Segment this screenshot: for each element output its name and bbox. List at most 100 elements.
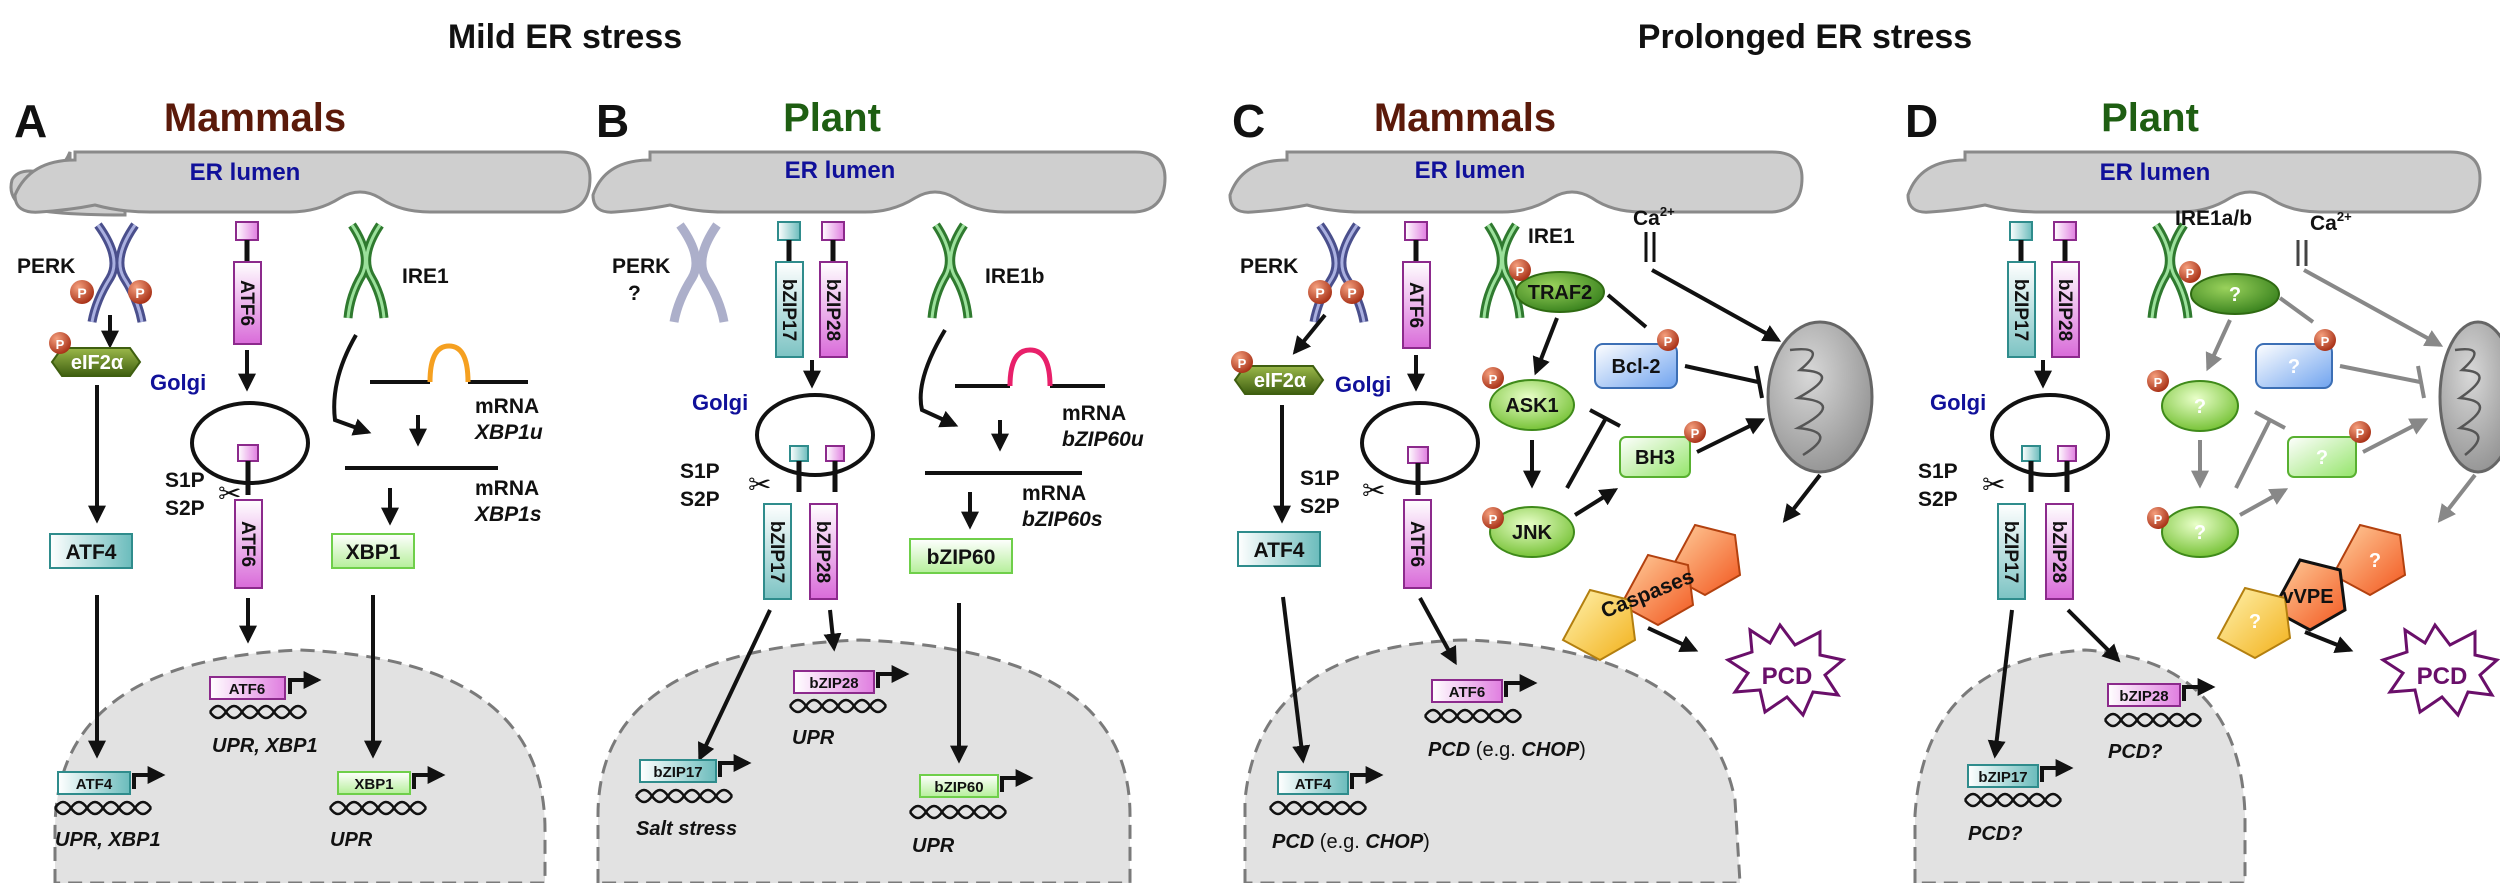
intron-loop-b xyxy=(1007,347,1053,387)
bzip60u-label: bZIP60u xyxy=(1062,428,1144,451)
scissors-icon: ✂ xyxy=(1362,475,1385,506)
svg-text:PCD: PCD xyxy=(1762,663,1813,690)
target-bzip28-b: UPR xyxy=(792,727,835,749)
ire1-receptor-c xyxy=(1479,222,1525,319)
er-membrane-a-main xyxy=(13,150,592,214)
caspases-icon: Caspases xyxy=(1561,523,1742,662)
svg-text:PCD: PCD xyxy=(2417,663,2468,690)
phospho-icon: P xyxy=(1482,507,1504,529)
perk-label-c: PERK xyxy=(1240,255,1298,278)
perk-receptor-a xyxy=(87,222,147,323)
xbp1u-label: XBP1u xyxy=(474,421,543,444)
caspase-like-icon-d: ? ? vVPE xyxy=(2216,523,2407,660)
target-atf6-c: PCD (e.g. CHOP) xyxy=(1428,739,1586,761)
bzip60-box-b: bZIP60 xyxy=(909,538,1013,574)
perk-receptor-b xyxy=(669,222,729,323)
gene-atf6-a: ATF6 xyxy=(208,671,322,720)
er-lumen-label-a: ER lumen xyxy=(190,159,301,186)
jnk-protein: JNK xyxy=(1489,506,1575,558)
unknown-protein-d1: ? xyxy=(2190,273,2280,315)
golgi-label-b: Golgi xyxy=(692,390,748,415)
gene-bzip17-d: bZIP17 xyxy=(1963,759,2074,808)
target-atf4-a: UPR, XBP1 xyxy=(55,829,161,851)
nucleus-c xyxy=(1243,638,1742,885)
mrna-label-a2: mRNA xyxy=(475,477,539,500)
mitochondrion-icon xyxy=(1766,320,1874,474)
svg-text:ATF6: ATF6 xyxy=(229,681,265,698)
svg-text:ATF6: ATF6 xyxy=(1449,684,1485,701)
svg-text:ATF6: ATF6 xyxy=(237,521,258,567)
mrna-label-b1: mRNA xyxy=(1062,402,1126,425)
phospho-icon: P xyxy=(1340,280,1364,304)
er-membrane-c xyxy=(1228,150,1804,214)
svg-text:?: ? xyxy=(2316,447,2328,469)
svg-text:P: P xyxy=(1238,356,1247,371)
atf6-cleaved-box-c: ATF6 xyxy=(1403,499,1432,589)
svg-text:eIF2α: eIF2α xyxy=(1254,370,1307,392)
svg-text:XBP1: XBP1 xyxy=(346,541,401,564)
s1p-label-d: S1P xyxy=(1918,460,1958,483)
panel-letter-a: A xyxy=(14,95,47,147)
golgi-label-d: Golgi xyxy=(1930,390,1986,415)
svg-text:ATF6: ATF6 xyxy=(236,280,257,326)
target-bzip17-b: Salt stress xyxy=(636,818,737,840)
gene-bzip60-b: bZIP60 xyxy=(908,769,1034,820)
unknown-protein-d5: ? xyxy=(2287,436,2357,478)
svg-text:ATF6: ATF6 xyxy=(1406,521,1427,567)
svg-text:eIF2α: eIF2α xyxy=(71,352,124,374)
ire1-label-c: IRE1 xyxy=(1528,225,1575,248)
s2p-label-c: S2P xyxy=(1300,495,1340,518)
svg-text:bZIP60: bZIP60 xyxy=(927,546,996,569)
svg-text:ASK1: ASK1 xyxy=(1505,395,1558,417)
ask1-protein: ASK1 xyxy=(1489,379,1575,431)
svg-text:ATF4: ATF4 xyxy=(1295,776,1332,793)
gene-atf4-c: ATF4 xyxy=(1268,766,1384,816)
svg-text:ATF4: ATF4 xyxy=(76,776,113,793)
scissors-icon: ✂ xyxy=(1982,469,2005,500)
bzip17-box-d: bZIP17 xyxy=(2007,261,2036,358)
golgi-d xyxy=(1990,393,2110,477)
svg-text:P: P xyxy=(1347,285,1356,301)
er-lumen-label-c: ER lumen xyxy=(1415,157,1526,184)
atf6-cleaved-box-a: ATF6 xyxy=(234,499,263,589)
svg-text:bZIP28: bZIP28 xyxy=(822,279,843,341)
traf2-protein: TRAF2 xyxy=(1515,271,1605,313)
panel-c-organism: Mammals xyxy=(1374,96,1556,140)
heading-prolonged: Prolonged ER stress xyxy=(1638,18,1972,56)
ire1-label-a: IRE1 xyxy=(402,265,449,288)
svg-text:P: P xyxy=(2356,426,2365,441)
svg-text:?: ? xyxy=(2229,284,2241,306)
bzip28-box-b: bZIP28 xyxy=(819,261,848,358)
nucleus-a xyxy=(53,648,547,885)
xbp1s-label: XBP1s xyxy=(474,503,542,526)
phospho-icon: P xyxy=(2314,329,2336,351)
gene-xbp1-a: XBP1 xyxy=(328,766,446,816)
phospho-icon: P xyxy=(2147,507,2169,529)
golgi-label-a: Golgi xyxy=(150,370,206,395)
er-lumen-label-d: ER lumen xyxy=(2100,159,2211,186)
svg-text:P: P xyxy=(2154,375,2163,390)
svg-text:bZIP28: bZIP28 xyxy=(2048,521,2069,583)
bcl2-protein: Bcl-2 xyxy=(1594,343,1678,389)
ire1b-receptor-b xyxy=(927,222,973,319)
bzip17-box-b: bZIP17 xyxy=(775,261,804,358)
er-lumen-label-b: ER lumen xyxy=(785,157,896,184)
atf4-box-c: ATF4 xyxy=(1237,531,1321,567)
svg-text:P: P xyxy=(1489,372,1498,387)
vvpe-label: vVPE xyxy=(2282,586,2333,608)
svg-text:BH3: BH3 xyxy=(1635,447,1675,469)
svg-text:?: ? xyxy=(2249,611,2261,633)
pcd-burst-d: PCD xyxy=(2379,622,2500,718)
s1p-label-a: S1P xyxy=(165,469,205,492)
phospho-icon: P xyxy=(1482,367,1504,389)
atf6-box-a: ATF6 xyxy=(233,261,262,345)
svg-text:P: P xyxy=(1489,512,1498,527)
svg-text:?: ? xyxy=(2194,522,2206,544)
svg-text:?: ? xyxy=(2369,550,2381,572)
s2p-label-b: S2P xyxy=(680,488,720,511)
mrna-label-b2: mRNA xyxy=(1022,482,1086,505)
phospho-icon: P xyxy=(2349,421,2371,443)
s2p-label-d: S2P xyxy=(1918,488,1958,511)
unknown-protein-d2: ? xyxy=(2161,380,2239,432)
